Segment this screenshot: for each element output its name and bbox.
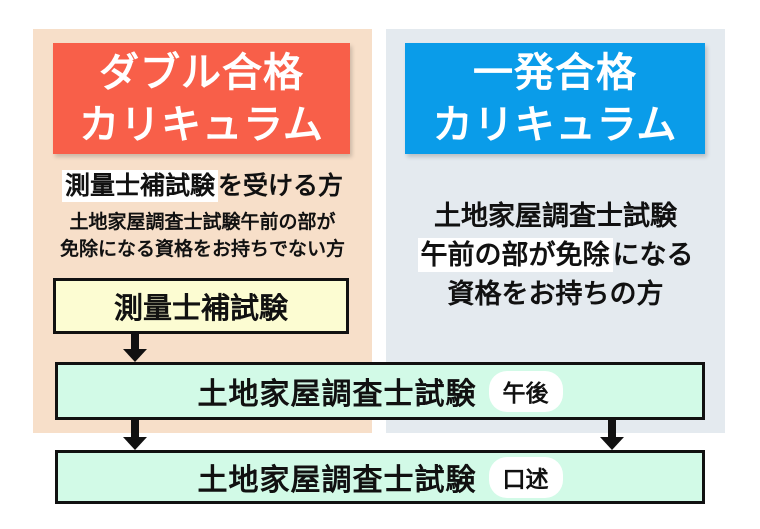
investigator-oral-exam-label: 土地家屋調査士試験 [197, 464, 477, 497]
arrow-stem [131, 420, 139, 438]
down-arrow-left-to-afternoon-exam [123, 334, 147, 362]
arrow-stem [131, 334, 139, 350]
arrow-head [600, 437, 624, 450]
one-shot-audience-line2: 午前の部が免除になる [386, 236, 725, 275]
one-shot-audience-line3: 資格をお持ちの方 [447, 279, 664, 309]
one-shot-pass-header-line1: 一発合格 [473, 50, 637, 95]
highlighted-term: 午前の部が免除 [417, 238, 613, 272]
one-shot-audience-line1: 土地家屋調査士試験 [434, 201, 677, 231]
one-shot-pass-audience: 土地家屋調査士試験 午前の部が免除になる 資格をお持ちの方 [386, 197, 725, 314]
audience-main-rest: を受ける方 [218, 172, 344, 200]
double-pass-audience-main: 測量士補試験を受ける方 [33, 169, 372, 203]
surveyor-assistant-exam-box: 測量士補試験 [53, 278, 349, 334]
oral-badge: 口述 [488, 456, 563, 498]
down-arrow-left-to-oral-exam [123, 420, 147, 450]
double-pass-audience-note-line2: 免除になる資格をお持ちでない方 [59, 239, 345, 260]
one-shot-pass-header-line2: カリキュラム [432, 102, 678, 147]
arrow-head [123, 437, 147, 450]
arrow-stem [608, 420, 616, 438]
investigator-afternoon-exam-box: 土地家屋調査士試験 午後 [55, 362, 705, 420]
down-arrow-right-to-oral-exam [600, 420, 624, 450]
surveyor-assistant-exam-label: 測量士補試験 [113, 293, 288, 325]
double-pass-header: ダブル合格 カリキュラム [53, 43, 350, 154]
one-shot-pass-header: 一発合格 カリキュラム [405, 43, 705, 154]
double-pass-header-line1: ダブル合格 [99, 50, 304, 95]
audience-line2-rest: になる [612, 240, 694, 270]
arrow-head [123, 349, 147, 362]
double-pass-panel: ダブル合格 カリキュラム 測量士補試験を受ける方 土地家屋調査士試験午前の部が … [33, 29, 372, 433]
investigator-afternoon-exam-label: 土地家屋調査士試験 [197, 378, 477, 411]
double-pass-audience: 測量士補試験を受ける方 土地家屋調査士試験午前の部が 免除になる資格をお持ちでな… [33, 169, 372, 263]
afternoon-badge: 午後 [488, 370, 563, 412]
double-pass-header-line2: カリキュラム [79, 102, 324, 147]
highlighted-term: 測量士補試験 [61, 170, 218, 202]
double-pass-audience-note-line1: 土地家屋調査士試験午前の部が [69, 212, 336, 233]
investigator-oral-exam-box: 土地家屋調査士試験 口述 [55, 450, 705, 504]
